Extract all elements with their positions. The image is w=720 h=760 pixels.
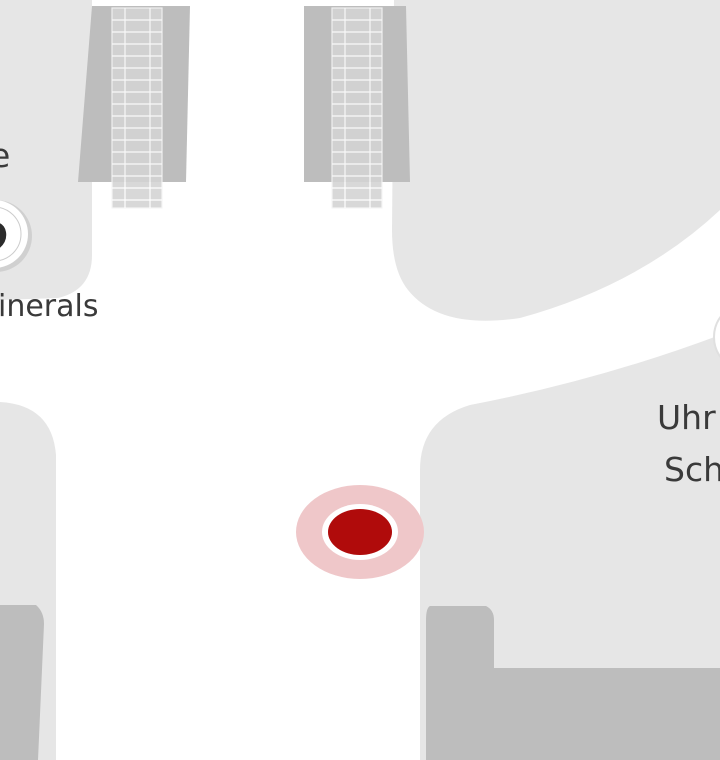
store-block-top-right[interactable] <box>392 0 720 321</box>
current-location-icon <box>296 485 424 579</box>
store-label-minerals: inerals <box>0 289 99 324</box>
partial-poi-icon[interactable] <box>0 198 34 274</box>
store-label-right-line1: Uhr <box>657 398 716 437</box>
escalator-right-steps <box>331 7 383 209</box>
store-label-fragment: e <box>0 136 11 175</box>
structure-left-lower <box>0 605 44 760</box>
partial-poi-right[interactable] <box>713 303 720 371</box>
store-block-right-mid[interactable] <box>420 335 720 760</box>
structure-right-lower <box>426 606 720 760</box>
escalator-left-steps <box>111 7 163 209</box>
store-label-right-line2: Sch <box>664 450 720 489</box>
